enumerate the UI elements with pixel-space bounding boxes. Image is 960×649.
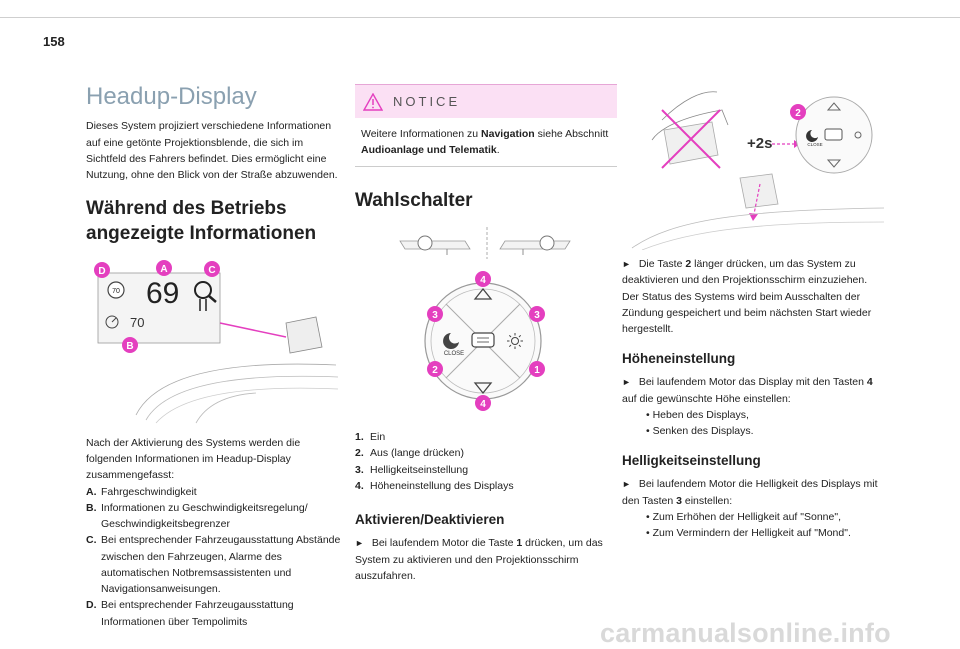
deactivate-paragraph: Die Taste 2 länger drücken, um das Syste… xyxy=(622,256,884,337)
label-a-icon: A xyxy=(156,259,172,276)
callout-4-top-icon: 4 xyxy=(475,271,491,288)
callout-3-left-icon: 3 xyxy=(427,306,443,323)
svg-text:4: 4 xyxy=(480,275,486,286)
selector-switch-diagram: CLOSE 4 4 3 3 2 1 xyxy=(424,271,545,412)
limit-sign-text: 70 xyxy=(112,288,120,295)
svg-text:CLOSE: CLOSE xyxy=(807,142,822,147)
close-label: CLOSE xyxy=(444,351,464,357)
list-item: 1.Ein xyxy=(355,431,386,444)
callout-2-icon: 2 xyxy=(790,104,806,120)
column-1: Headup-Display Dieses System projiziert … xyxy=(86,83,341,630)
info-heading-line1: Während des Betriebs xyxy=(86,198,287,220)
info-heading-line2: angezeigte Informationen xyxy=(86,223,317,245)
center-button-icon xyxy=(824,128,843,141)
brightness-paragraph: Bei laufendem Motor die Helligkeit des D… xyxy=(622,476,884,509)
label-b-icon: B xyxy=(122,336,138,353)
notice-body: Weitere Informationen zu Navigation sieh… xyxy=(355,118,617,167)
bullet-sun: • Zum Erhöhen der Helligkeit auf "Sonne"… xyxy=(646,510,841,523)
column-2: NOTICE Weitere Informationen zu Navigati… xyxy=(355,84,617,584)
notice-title: NOTICE xyxy=(393,94,461,109)
navigation-icon xyxy=(194,280,217,311)
deactivate-illustration: +2s CLOSE 2 xyxy=(631,91,884,250)
svg-text:2: 2 xyxy=(795,108,801,119)
selector-heading: Wahlschalter xyxy=(355,189,473,211)
link-navigation: Navigation xyxy=(481,128,535,140)
list-item: 2.Aus (lange drücken) xyxy=(355,447,464,460)
svg-text:2: 2 xyxy=(432,365,438,376)
steering-column-illustration xyxy=(399,227,571,260)
height-paragraph: Bei laufendem Motor das Display mit den … xyxy=(622,374,884,407)
svg-text:A: A xyxy=(160,264,167,275)
height-heading: Höheneinstellung xyxy=(622,351,736,367)
label-c-icon: C xyxy=(204,260,220,277)
headup-display-illustration: 70 69 70 D A C B xyxy=(94,259,339,424)
info-list: A.Fahrgeschwindigkeit B.Informationen zu… xyxy=(86,484,341,630)
svg-text:C: C xyxy=(208,265,215,276)
svg-text:3: 3 xyxy=(534,310,540,321)
link-audio-telematics: Audioanlage und Telematik xyxy=(361,144,497,157)
callout-4-bottom-icon: 4 xyxy=(475,395,491,412)
sun-icon xyxy=(854,131,862,139)
svg-text:3: 3 xyxy=(432,310,438,321)
moon-icon xyxy=(443,333,459,350)
memory-note: Der Status des Systems wird beim Ausscha… xyxy=(622,290,872,336)
info-heading: Während des Betriebs angezeigte Informat… xyxy=(86,197,341,246)
bullet-lower: • Senken des Displays. xyxy=(646,425,754,438)
watermark: carmanualsonline.info xyxy=(600,618,891,648)
intro-paragraph: Dieses System projiziert verschiedene In… xyxy=(86,120,338,182)
top-rule xyxy=(0,17,960,18)
notice-header: NOTICE xyxy=(355,84,617,118)
center-button-icon xyxy=(471,332,495,348)
cruise-value: 70 xyxy=(130,315,144,330)
svg-text:1: 1 xyxy=(534,365,540,376)
down-arrow-icon xyxy=(473,382,493,395)
svg-text:B: B xyxy=(126,341,133,352)
list-item: D.Bei entsprechender Fahrzeugausstattung… xyxy=(86,599,294,628)
page-number: 158 xyxy=(43,34,65,49)
callout-2-icon: 2 xyxy=(427,361,443,378)
up-arrow-icon xyxy=(473,288,493,300)
callout-3-right-icon: 3 xyxy=(529,306,545,323)
sun-icon xyxy=(507,333,523,350)
two-seconds-label: +2s xyxy=(747,135,772,152)
moon-icon xyxy=(806,130,818,142)
label-d-icon: D xyxy=(94,261,110,278)
section-title: Headup-Display xyxy=(86,83,257,110)
callout-1-icon: 1 xyxy=(529,361,545,378)
list-item: B.Informationen zu Geschwindigkeitsregel… xyxy=(86,501,308,531)
svg-text:D: D xyxy=(98,266,105,277)
column-3: +2s CLOSE 2 Die Taste 2 länger drücken, … xyxy=(622,80,884,541)
list-item: 4.Höheneinstellung des Displays xyxy=(355,480,514,493)
activate-heading: Aktivieren/Deaktivieren xyxy=(355,512,505,528)
brightness-heading: Helligkeitseinstellung xyxy=(622,453,761,469)
cruise-control-icon xyxy=(105,315,119,329)
bullet-moon: • Zum Vermindern der Helligkeit auf "Mon… xyxy=(646,527,851,540)
list-item: C.Bei entsprechender Fahrzeugausstattung… xyxy=(86,534,341,596)
list-item: A.Fahrgeschwindigkeit xyxy=(86,485,197,498)
activate-paragraph: Bei laufendem Motor die Taste 1 drücken,… xyxy=(355,535,617,584)
speed-value: 69 xyxy=(146,277,179,310)
list-item: 3.Helligkeitseinstellung xyxy=(355,463,469,476)
selector-list: 1.Ein 2.Aus (lange drücken) 3.Helligkeit… xyxy=(355,429,617,494)
svg-text:4: 4 xyxy=(480,399,486,410)
bullet-raise: • Heben des Displays, xyxy=(646,408,749,421)
speed-limit-sign-icon xyxy=(107,281,125,299)
warning-triangle-icon xyxy=(363,92,383,111)
after-activation-text: Nach der Aktivierung des Systems werden … xyxy=(86,436,301,482)
